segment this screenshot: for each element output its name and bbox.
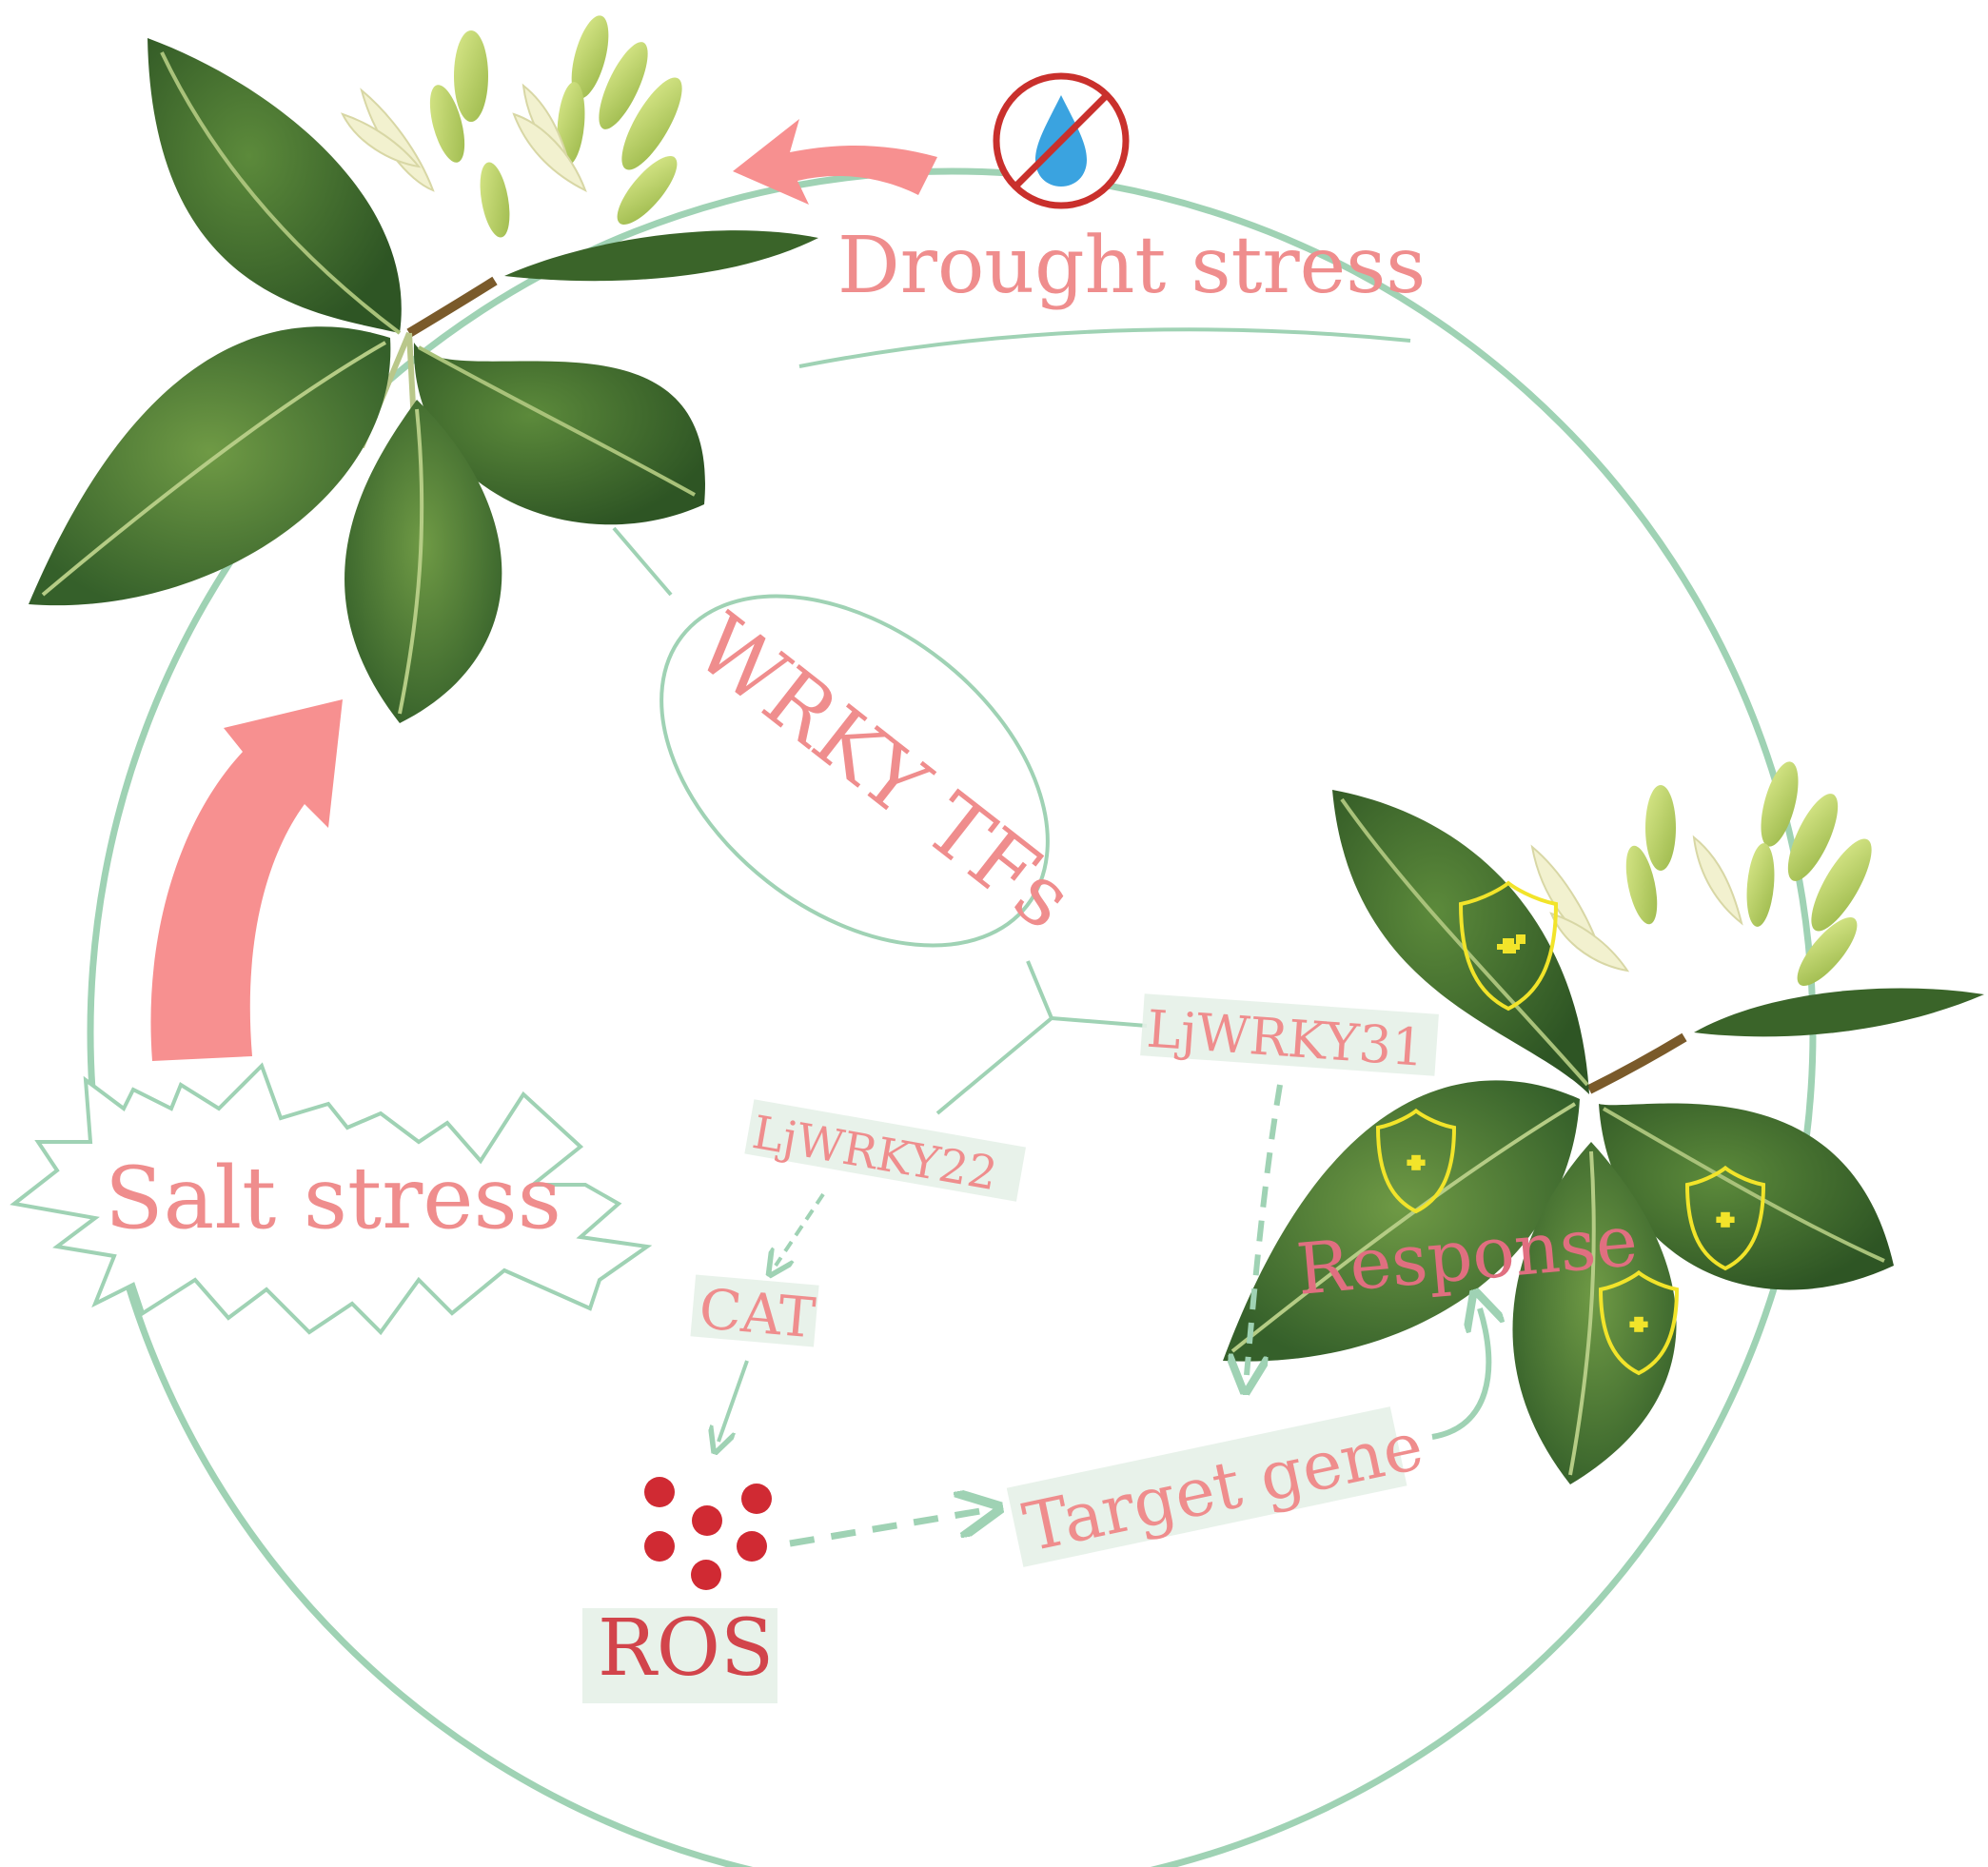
honeysuckle-plant-protected: [1223, 761, 1984, 1484]
ros-label-bg: [582, 1608, 777, 1703]
drought-underline: [798, 327, 1411, 368]
shield-plus-icon: [1375, 1108, 1457, 1214]
ros-particles: [644, 1477, 772, 1590]
wrky31-label-bg: [1140, 993, 1439, 1076]
arrow-wrky31-response: [1247, 1084, 1283, 1375]
wrky22-label-bg: [744, 1099, 1027, 1202]
arrow-wrky22-cat: [776, 1192, 825, 1266]
wrky22-label: LjWRKY22: [749, 1106, 1001, 1201]
salt-stress-label: Salt stress: [105, 1149, 561, 1248]
drought-arrow: [733, 119, 937, 205]
cat-label: CAT: [697, 1276, 818, 1350]
connector-plant-wrky: [612, 526, 673, 597]
target-gene-label: Target gene: [1017, 1406, 1430, 1567]
connector-branch-wrky31: [1051, 1016, 1148, 1028]
no-water-icon: [993, 72, 1130, 209]
connector-wrky-branch: [1026, 960, 1053, 1019]
ros-label: ROS: [598, 1603, 774, 1694]
honeysuckle-plant-top: [29, 15, 818, 723]
shield-plus-icon: [1598, 1269, 1680, 1376]
connector-branch-wrky22: [935, 1016, 1053, 1115]
arrow-target-response: [1431, 1308, 1488, 1440]
salt-stress-burst: [10, 1062, 653, 1336]
target-gene-label-bg: [1006, 1406, 1407, 1567]
shield-plus-icon: [1458, 880, 1559, 1012]
cat-label-bg: [690, 1274, 819, 1347]
drought-stress-label: Drought stress: [837, 221, 1426, 311]
arrow-cat-ros: [718, 1360, 749, 1442]
wrky-tfs-node: [659, 594, 1050, 948]
arrow-ros-target: [789, 1511, 980, 1547]
shield-plus-icon: [1684, 1165, 1766, 1271]
salt-arrow: [150, 699, 343, 1061]
